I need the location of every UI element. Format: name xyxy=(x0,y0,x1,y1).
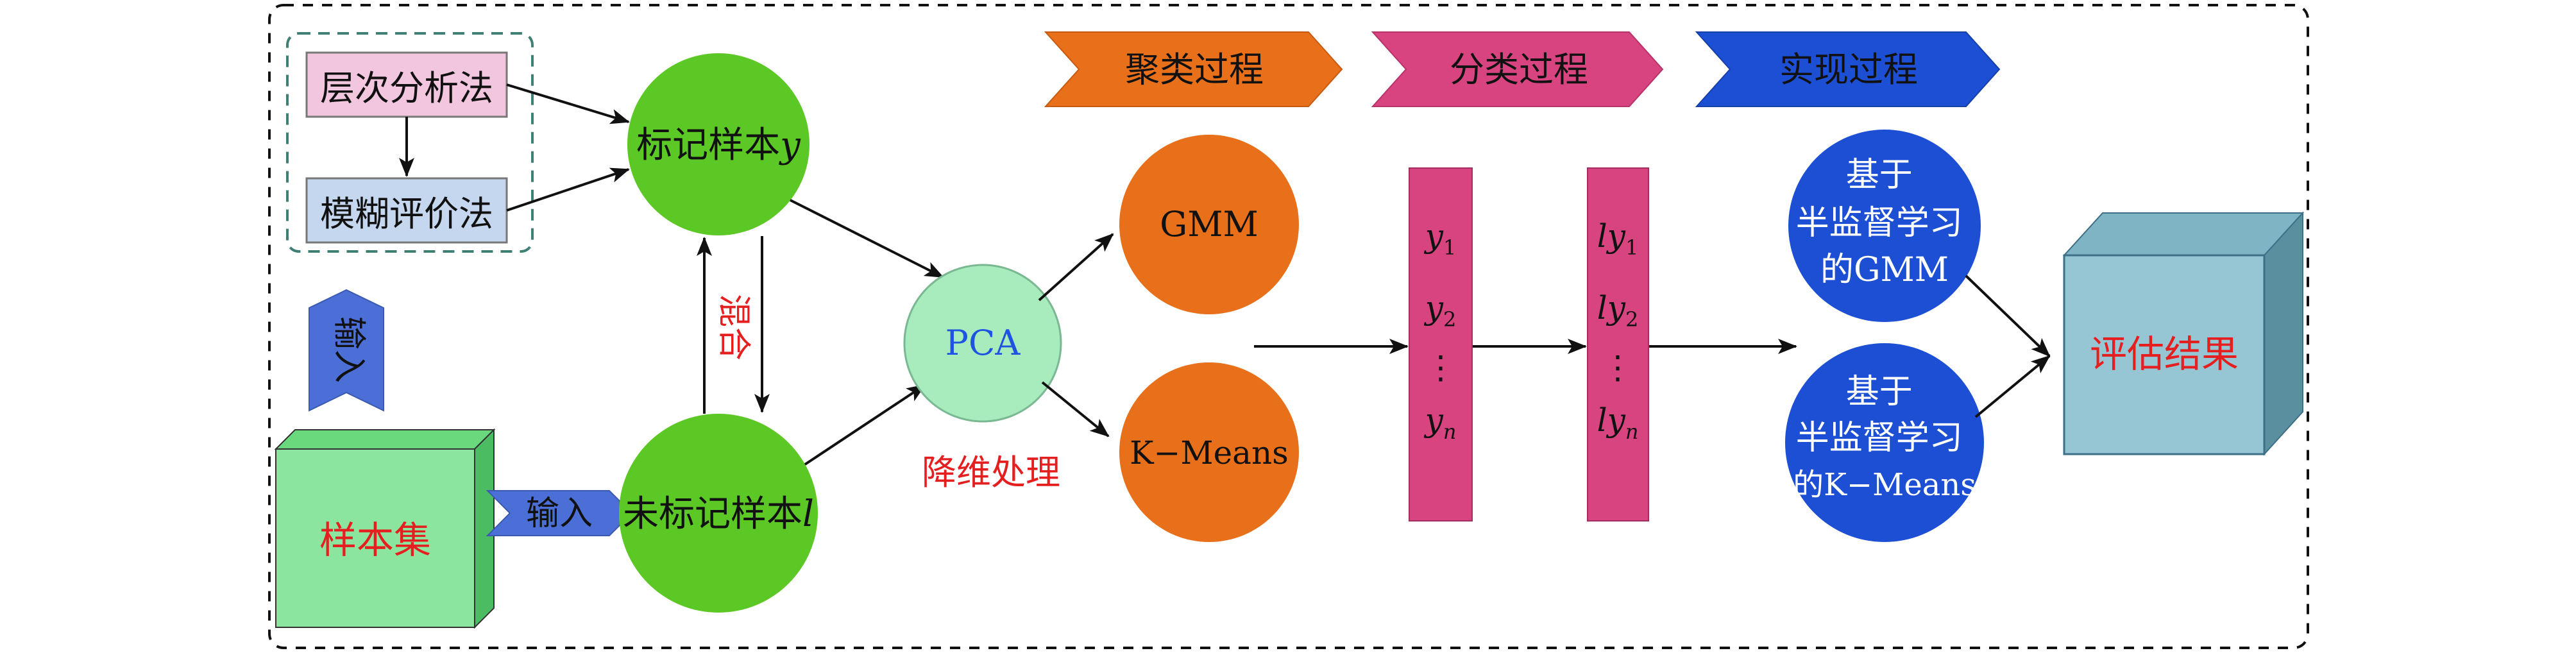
yn-sub: n xyxy=(1443,420,1457,444)
legend-implement-chevron xyxy=(1695,31,2001,107)
result-cube-front xyxy=(2063,254,2266,455)
lyn-sub: n xyxy=(1625,420,1639,444)
legend-cluster-label: 聚类过程 xyxy=(1125,49,1264,90)
y-bar-item-n: yn xyxy=(1424,402,1457,444)
result-cube-top xyxy=(2062,212,2305,256)
arrow-ss-kmeans-to-result xyxy=(1974,355,2051,418)
arrow-ss-gmm-to-result xyxy=(1965,275,2051,357)
outer-frame xyxy=(268,4,2309,649)
y-bar-dots: ⋮ xyxy=(1425,349,1457,386)
ss-kmeans-label: 基于 半监督学习 的K−Means xyxy=(1793,373,1976,503)
arrow-fuzzy-to-labeled xyxy=(506,167,630,212)
sample-set-label: 样本集 xyxy=(319,518,431,562)
sample-set-cube-front xyxy=(275,448,475,628)
ss-kmeans-line-2: 半监督学习 xyxy=(1796,419,1963,457)
ss-kmeans-line-3: 的K−Means xyxy=(1793,467,1976,503)
y1-var: y xyxy=(1424,217,1444,255)
legend-classify-label: 分类过程 xyxy=(1450,49,1588,90)
labeled-sample-text: 标记样本 xyxy=(636,124,780,166)
arrow-unlabeled-to-pca xyxy=(804,384,926,466)
input-vertical-label: 输入 xyxy=(330,316,368,383)
kmeans-node xyxy=(1119,362,1299,542)
ly2-sub: 2 xyxy=(1625,307,1638,332)
ss-kmeans-node xyxy=(1785,343,1984,542)
legend-implement-label: 实现过程 xyxy=(1779,49,1918,90)
pca-node xyxy=(903,264,1062,423)
ly1-var: y xyxy=(1606,217,1626,255)
ly2-var: y xyxy=(1606,289,1626,326)
gmm-label: GMM xyxy=(1160,204,1258,244)
sample-set-cube-top xyxy=(274,429,496,450)
yn-var: y xyxy=(1424,402,1444,439)
ss-gmm-line-3: 的GMM xyxy=(1820,251,1949,289)
result-label: 评估结果 xyxy=(2090,332,2239,376)
ss-gmm-node xyxy=(1788,130,1981,322)
ss-gmm-label: 基于 半监督学习 的GMM xyxy=(1796,156,1974,289)
dim-reduce-label: 降维处理 xyxy=(922,452,1060,493)
input-arrow-vertical xyxy=(309,289,384,412)
ly1-prefix: l xyxy=(1597,217,1607,255)
ly2-prefix: l xyxy=(1597,289,1607,326)
ly-bar-item-2: ly2 xyxy=(1597,289,1639,332)
arrow-ahp-to-labeled xyxy=(506,83,630,124)
gmm-node xyxy=(1119,135,1299,314)
labeled-sample-node xyxy=(627,53,809,235)
unlabeled-sample-node xyxy=(619,414,818,613)
legend-classify-chevron xyxy=(1371,31,1664,107)
input-arrow-horizontal xyxy=(486,490,633,536)
y-bar xyxy=(1409,167,1473,522)
lyn-prefix: l xyxy=(1597,402,1607,439)
labeled-sample-var: y xyxy=(778,124,801,166)
y1-sub: 1 xyxy=(1443,235,1456,260)
ahp-label: 层次分析法 xyxy=(320,68,493,108)
ly-bar xyxy=(1587,167,1649,522)
arrow-pca-to-gmm xyxy=(1038,233,1114,301)
pca-label: PCA xyxy=(945,323,1021,363)
y-bar-item-1: y1 xyxy=(1424,217,1457,260)
y-bar-item-2: y2 xyxy=(1424,289,1457,332)
fuzzy-label: 模糊评价法 xyxy=(320,194,493,234)
ahp-box xyxy=(305,51,508,118)
unlabeled-sample-text: 未标记样本 xyxy=(623,493,802,535)
unlabeled-sample-label: 未标记样本l xyxy=(623,493,814,535)
result-cube-side xyxy=(2264,211,2303,456)
ly-bar-item-1: ly1 xyxy=(1597,217,1639,260)
ly-bar-dots: ⋮ xyxy=(1602,349,1634,386)
mix-label: 混合 xyxy=(715,294,753,360)
sample-set-cube-side xyxy=(474,428,495,629)
kmeans-label: K−Means xyxy=(1130,434,1289,471)
arrow-labeled-to-pca xyxy=(790,199,944,278)
ly1-sub: 1 xyxy=(1625,235,1638,260)
lyn-var: y xyxy=(1606,402,1626,439)
input-horizontal-label: 输入 xyxy=(526,495,593,533)
ss-gmm-line-2: 半监督学习 xyxy=(1796,204,1963,242)
ss-gmm-line-1: 基于 xyxy=(1846,156,1913,194)
arrow-pca-to-kmeans xyxy=(1041,381,1110,437)
unlabeled-sample-var: l xyxy=(802,493,814,535)
ly-bar-item-n: lyn xyxy=(1597,402,1639,444)
labeled-sample-label: 标记样本y xyxy=(636,124,801,166)
y2-sub: 2 xyxy=(1443,307,1456,332)
ss-kmeans-line-1: 基于 xyxy=(1846,373,1913,411)
y2-var: y xyxy=(1424,289,1444,326)
legend-cluster-chevron xyxy=(1044,31,1343,107)
